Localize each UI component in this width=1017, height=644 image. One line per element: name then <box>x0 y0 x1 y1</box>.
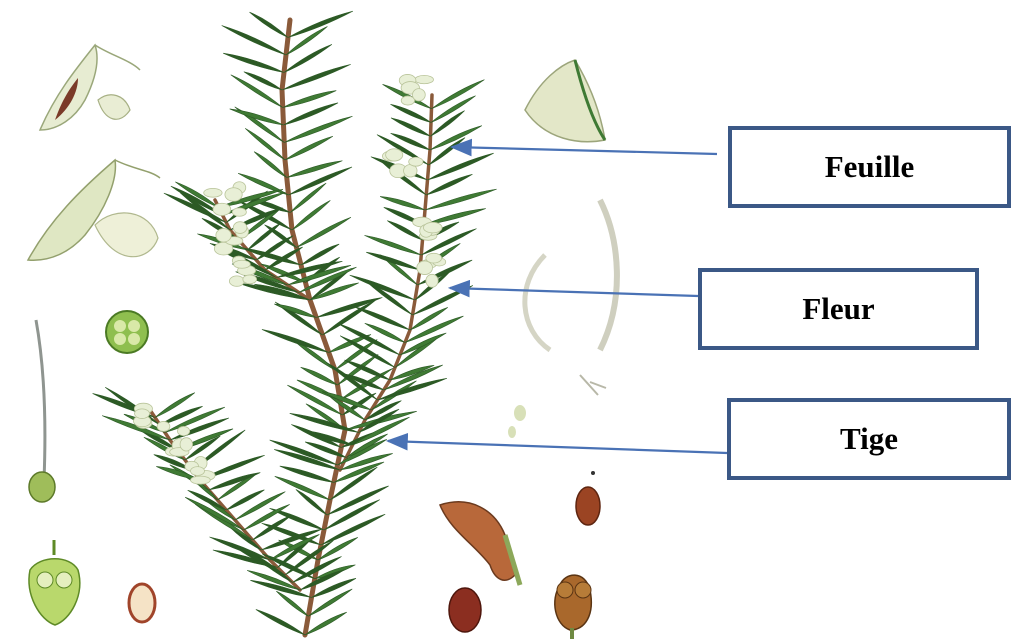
tige-label-box: Tige <box>727 398 1011 480</box>
flower-top-right-icon <box>525 60 605 142</box>
rosemary-plant-icon <box>93 11 497 635</box>
tige-label: Tige <box>840 421 898 457</box>
pistil-icon <box>29 540 80 625</box>
fleur-arrow <box>450 288 698 296</box>
seed-icon <box>449 471 600 639</box>
stamen-filament-icon <box>508 200 617 438</box>
stamen-icon <box>29 320 55 502</box>
feuille-label-box: Feuille <box>728 126 1011 208</box>
flower-detail-icon <box>40 45 140 130</box>
ovary-section-icon <box>106 311 148 353</box>
fleur-label-box: Fleur <box>698 268 979 350</box>
flower-section-icon <box>28 160 160 260</box>
feuille-arrow <box>452 147 717 154</box>
tige-arrow <box>388 441 727 453</box>
fleur-label: Fleur <box>802 291 874 327</box>
feuille-label: Feuille <box>825 149 915 185</box>
seed-section-icon <box>129 584 155 622</box>
calyx-icon <box>440 502 520 585</box>
